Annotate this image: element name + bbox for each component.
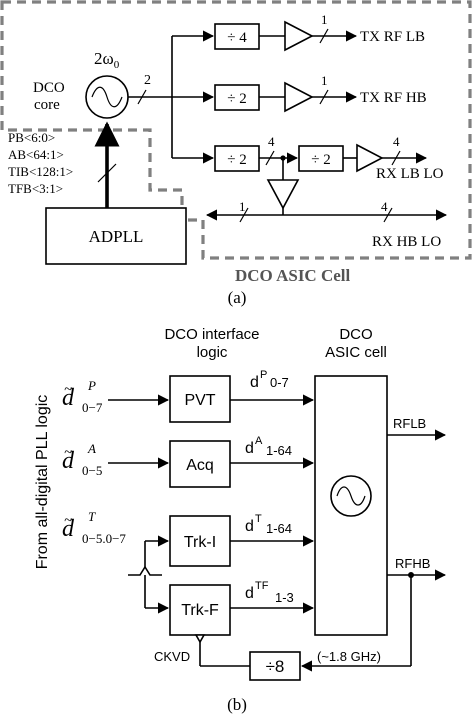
bus-width-hb-out: 4 — [381, 199, 388, 214]
rx-hb-lo-label: RX HB LO — [372, 234, 441, 250]
bus-slash-lo-out — [391, 150, 401, 166]
bus-slash-tx-lb — [319, 28, 329, 44]
bus-width-tx-hb: 1 — [321, 73, 328, 88]
panel-b: DCO interface logic DCO ASIC cell From a… — [34, 326, 447, 714]
rx-lb-lo-label: RX LB LO — [376, 166, 444, 182]
tx-rf-hb-label: TX RF HB — [360, 90, 427, 106]
output-da-label: d A 1-64 — [245, 435, 292, 458]
divider-8-box — [249, 651, 301, 681]
input-dt-sub: 0−5.0−7 — [82, 531, 126, 546]
caption-a: (a) — [228, 288, 247, 307]
interface-title-2: logic — [197, 344, 228, 361]
tilde-da: ~ — [64, 445, 72, 461]
output-dt-label: d T 1-64 — [245, 513, 292, 536]
buffer-tx-hb — [284, 81, 314, 113]
panel-a: 2ω0 DCO core 2 ÷ 4 1 TX RF LB ÷ 2 1 TX R… — [0, 0, 472, 307]
input-dp-sub: 0−7 — [82, 400, 103, 415]
divider-2-lo1-box — [214, 145, 260, 172]
pvt-label: PVT — [184, 392, 215, 409]
input-da-main: d — [62, 448, 75, 474]
input-dt-sup: T — [88, 509, 96, 524]
control-word-tfb: TFB<3:1> — [8, 181, 63, 196]
output-dt-sup: T — [255, 513, 262, 525]
asic-title-1: DCO — [339, 326, 372, 343]
control-word-tib: TIB<128:1> — [8, 164, 73, 179]
input-dt: ~ d T 0−5.0−7 — [62, 509, 126, 546]
output-da-sub: 1-64 — [266, 443, 292, 458]
side-label: From all-digital PLL logic — [34, 395, 51, 570]
output-dt-main: d — [245, 518, 254, 535]
bus-slash-main — [137, 89, 147, 105]
bus-width-tx-lb: 1 — [321, 12, 328, 27]
ckvd-label: CKVD — [154, 649, 190, 664]
divider-8-label: ÷8 — [266, 657, 285, 676]
freq-note: (~1.8 GHz) — [317, 649, 381, 664]
tilde-dp: ~ — [64, 382, 72, 398]
freq-label: 2ω0 — [94, 49, 120, 71]
input-dt-main: d — [62, 516, 75, 542]
output-dp-main: d — [250, 374, 259, 391]
adpll-label: ADPLL — [89, 227, 144, 246]
bus-width-lo-out: 4 — [393, 134, 400, 149]
bus-slash-lo-mid — [265, 150, 275, 166]
cell-label: DCO ASIC Cell — [235, 266, 351, 285]
output-dp-sup: P — [260, 369, 267, 381]
bus-width-main: 2 — [144, 73, 151, 88]
bus-width-hb-in: 1 — [239, 199, 246, 214]
trk-f-label: Trk-F — [181, 602, 219, 619]
output-dtf-sub: 1-3 — [275, 590, 294, 605]
interface-title-1: DCO interface — [164, 326, 259, 343]
bus-width-lo-mid: 4 — [268, 134, 275, 149]
tx-rf-lb-label: TX RF LB — [360, 29, 425, 45]
divider-2-lo2-box — [298, 145, 344, 172]
input-da: ~ d A 0−5 — [62, 441, 102, 478]
buffer-rx-hb — [266, 179, 300, 210]
control-word-ab: AB<64:1> — [8, 147, 64, 162]
caption-b: (b) — [227, 695, 247, 714]
output-dtf-label: d TF 1-3 — [245, 580, 294, 605]
bus-slash-hb-out — [383, 207, 393, 223]
rfhb-label: RFHB — [395, 556, 430, 571]
divider-2-lo1-label: ÷ 2 — [227, 152, 246, 168]
asic-title-2: ASIC cell — [325, 344, 387, 361]
output-dtf-main: d — [245, 585, 254, 602]
output-dt-sub: 1-64 — [266, 521, 292, 536]
acq-label: Acq — [186, 457, 214, 474]
trk-f-block — [169, 584, 231, 636]
dco-core-label-1: DCO — [33, 80, 65, 96]
bus-slash-control — [97, 163, 117, 183]
input-da-sub: 0−5 — [82, 463, 102, 478]
input-da-sup: A — [87, 441, 96, 456]
output-dp-label: d P 0-7 — [250, 369, 289, 391]
output-da-sup: A — [255, 435, 263, 447]
dco-core-label-2: core — [34, 97, 60, 113]
output-dp-sub: 0-7 — [270, 375, 289, 390]
input-dp-main: d — [62, 385, 75, 411]
rflb-label: RFLB — [393, 416, 426, 431]
control-word-pb: PB<6:0> — [8, 130, 55, 145]
trk-i-label: Trk-I — [184, 534, 216, 551]
clock-input-marker — [194, 634, 206, 644]
buffer-rx-lb — [356, 143, 384, 173]
output-dtf-sup: TF — [255, 580, 269, 592]
divider-2-hb-label: ÷ 2 — [227, 91, 246, 107]
divider-2-lo2-label: ÷ 2 — [311, 152, 330, 168]
tilde-dt: ~ — [64, 513, 72, 529]
bus-slash-tx-hb — [319, 89, 329, 105]
divider-2-hb-box — [214, 84, 260, 111]
brace-trk — [128, 565, 162, 576]
buffer-tx-lb — [284, 20, 314, 52]
acq-block — [169, 440, 231, 488]
output-da-main: d — [245, 440, 254, 457]
asic-oscillator-icon — [330, 475, 372, 517]
adpll-box — [45, 207, 187, 265]
input-dp-sup: P — [87, 378, 96, 393]
input-dp: ~ d P 0−7 — [62, 378, 103, 415]
dco-core-oscillator — [85, 75, 129, 119]
divider-4-label: ÷ 4 — [227, 30, 247, 46]
bus-slash-hb-in — [239, 207, 249, 223]
pvt-block — [169, 375, 231, 423]
